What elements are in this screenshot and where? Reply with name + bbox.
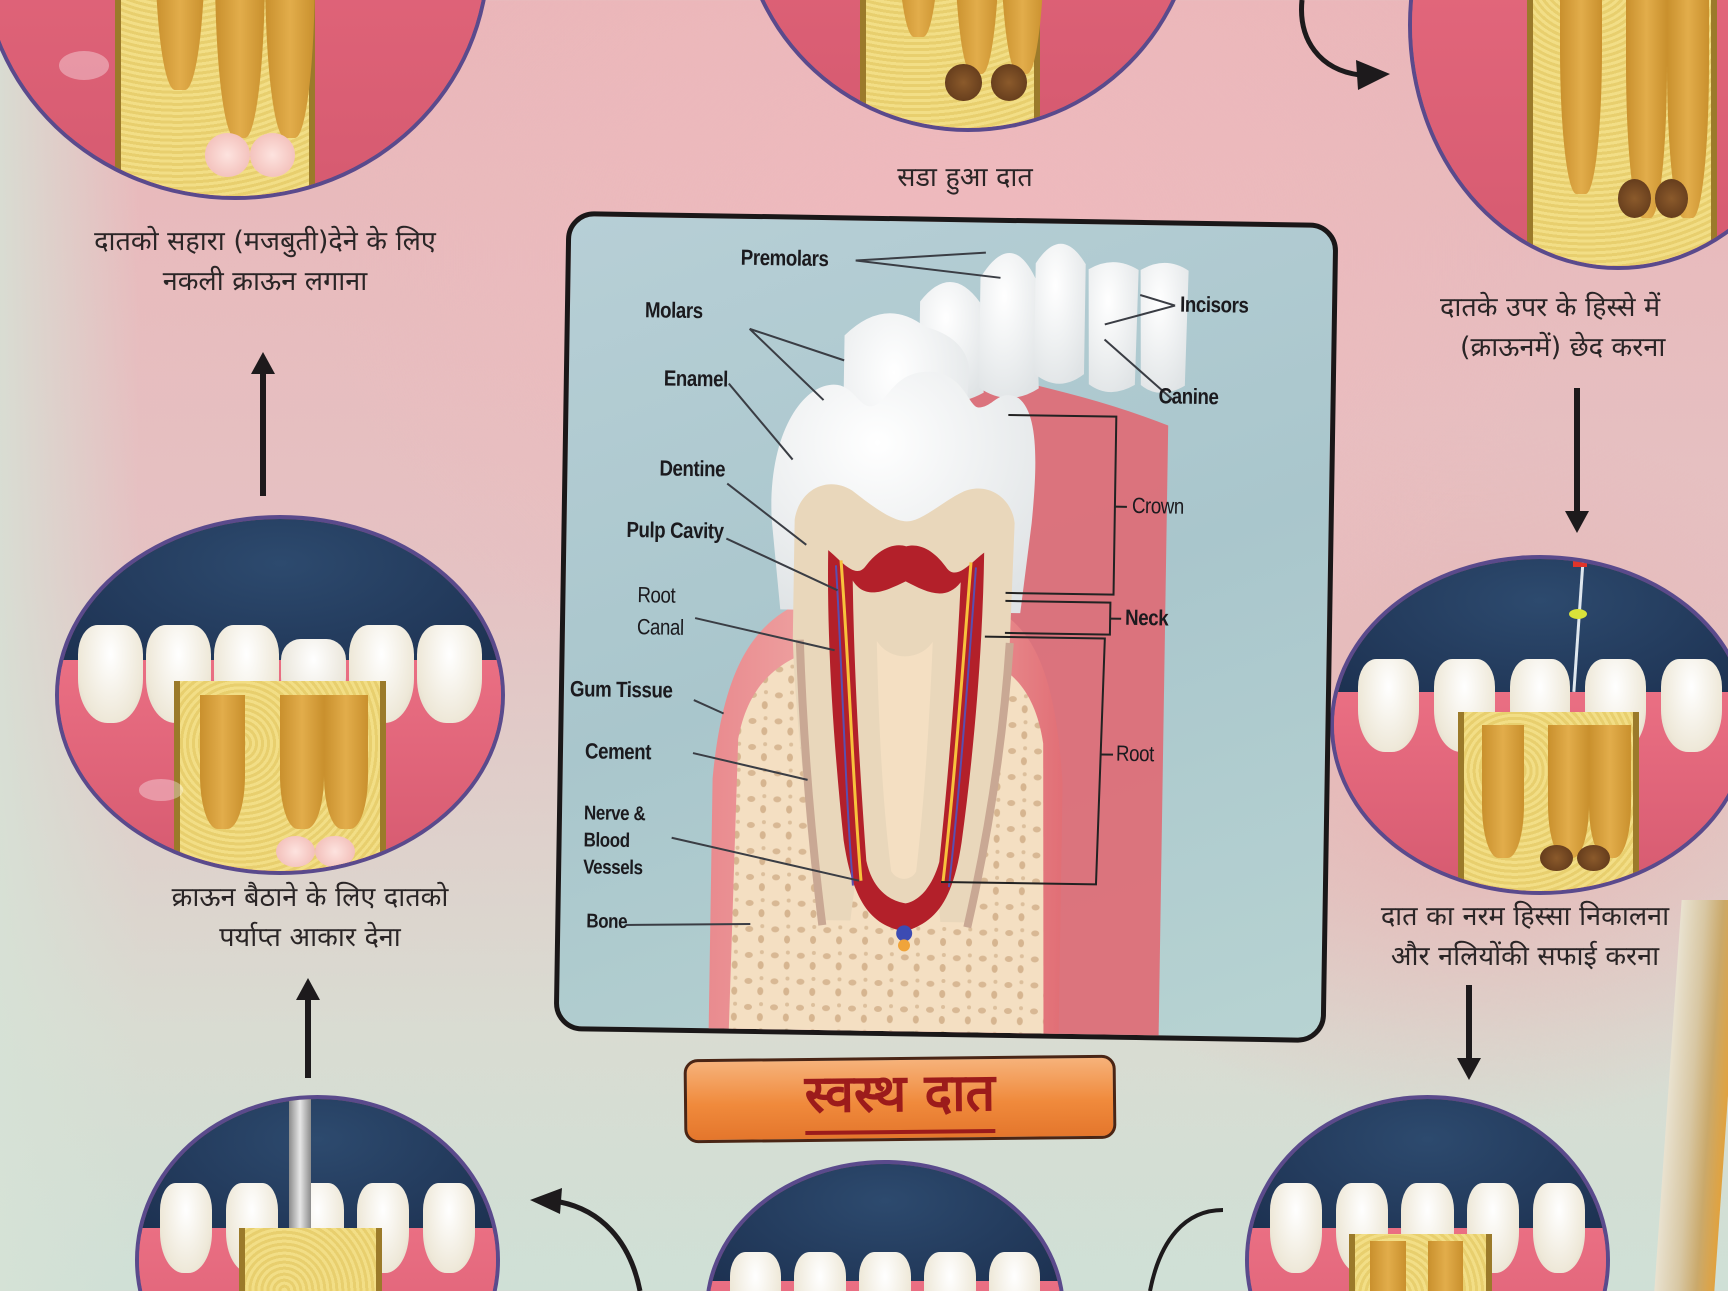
label-nerve-line1: Nerve &: [583, 802, 646, 826]
arrow-down-icon: [1565, 388, 1589, 533]
file-stopper-icon: [1568, 608, 1587, 619]
label-root-canal-line1: Root: [637, 582, 676, 608]
caption-line: दात का नरम हिस्सा निकालना: [1380, 901, 1670, 932]
caption-line: नकली क्राऊन लगाना: [162, 266, 368, 297]
label-root: Root: [1115, 740, 1155, 767]
step-fit-crown-illustration: [0, 0, 490, 200]
tooth-anatomy-diagram: Premolars Molars Incisors Canine Enamel …: [553, 210, 1339, 1044]
arrow-up-icon: [296, 978, 320, 1078]
caption-line: दातको सहारा (मजबुती)देने के लिए: [94, 226, 436, 257]
poster-title: स्वस्थ दात: [804, 1063, 996, 1135]
caption-line: दातके उपर के हिस्से में: [1440, 292, 1661, 323]
label-crown: Crown: [1131, 492, 1185, 519]
caption-line: (क्राऊनमें) छेद करना: [1460, 332, 1666, 363]
label-gum-tissue: Gum Tissue: [569, 676, 673, 703]
label-root-canal-line2: Canal: [636, 614, 684, 640]
arrow-curved-icon: [530, 1188, 643, 1291]
step-canal-file-illustration: [1245, 1095, 1610, 1291]
label-incisors: Incisors: [1179, 291, 1249, 318]
title-banner: स्वस्थ दात: [683, 1054, 1117, 1144]
step-decayed-tooth-caption: सडा हुआ दात: [830, 158, 1100, 198]
label-nerve-blood-vessels: Nerve & Blood Vessels: [583, 800, 646, 882]
label-neck: Neck: [1124, 604, 1169, 631]
label-pulp-cavity: Pulp Cavity: [626, 516, 724, 544]
label-enamel: Enamel: [663, 365, 729, 392]
step-shape-tooth-illustration: [55, 515, 505, 875]
step-clean-canals-illustration: [1330, 555, 1728, 895]
label-cement: Cement: [584, 738, 652, 765]
caption-line: और नलियोंकी सफाई करना: [1390, 941, 1660, 972]
label-nerve-line2: Blood: [583, 829, 630, 853]
label-canine: Canine: [1158, 383, 1219, 410]
label-molars: Molars: [644, 297, 703, 324]
step-drill-crown-caption: दातके उपर के हिस्से में (क्राऊनमें) छेद …: [1440, 288, 1728, 368]
step-decayed-tooth-illustration: [738, 0, 1198, 132]
arrow-curved-icon: [1148, 1208, 1224, 1291]
label-bone: Bone: [586, 910, 628, 934]
step-shape-tooth-caption: क्राऊन बैठाने के लिए दातको पर्याप्त आकार…: [110, 878, 510, 958]
tooth-cross-section-art: [625, 243, 1189, 1044]
step-drill-crown-illustration: [1408, 0, 1728, 270]
step-clean-canals-caption: दात का नरम हिस्सा निकालना और नलियोंकी सफ…: [1340, 897, 1710, 977]
label-root-canal: Root Canal: [637, 579, 685, 644]
label-premolars: Premolars: [740, 244, 829, 272]
step-fit-crown-caption: दातको सहारा (मजबुती)देने के लिए नकली क्र…: [30, 222, 500, 302]
caption-line: सडा हुआ दात: [897, 162, 1033, 193]
step-filling-illustration: [705, 1160, 1065, 1291]
dental-drill-icon: [288, 1099, 311, 1228]
caption-line: क्राऊन बैठाने के लिए दातको: [171, 882, 449, 913]
caption-line: पर्याप्त आकार देना: [219, 922, 401, 953]
arrow-curved-icon: [1299, 0, 1390, 90]
arrow-down-icon: [1457, 985, 1481, 1080]
label-nerve-line3: Vessels: [583, 856, 643, 880]
step-drilling-illustration: [135, 1095, 500, 1291]
file-handle-icon: [1572, 559, 1587, 567]
arrow-up-icon: [251, 352, 275, 496]
label-dentine: Dentine: [659, 455, 726, 482]
